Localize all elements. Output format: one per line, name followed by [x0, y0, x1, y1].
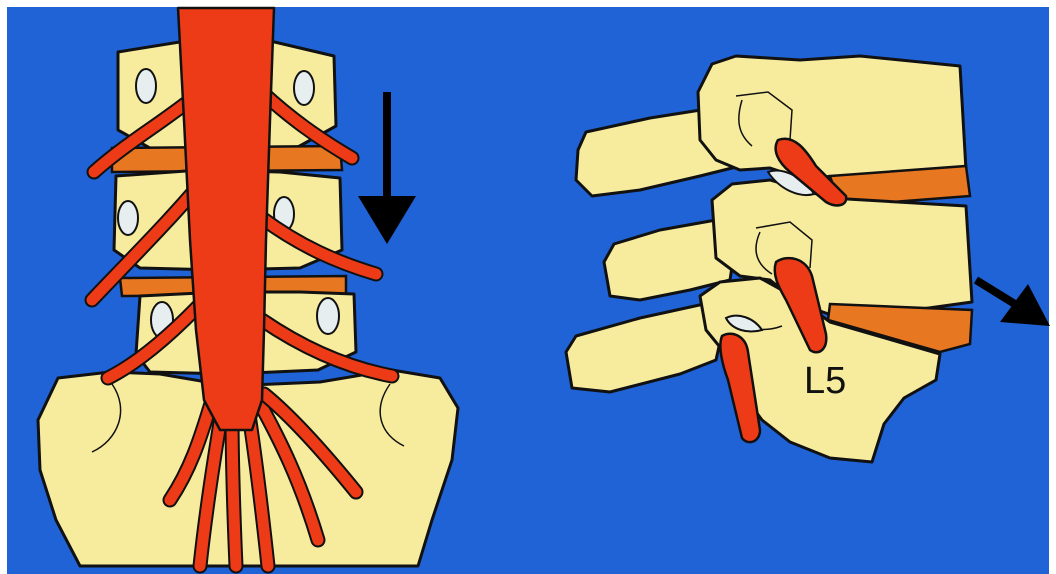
- facet-joint: [317, 298, 339, 334]
- l5-label: L5: [804, 360, 846, 402]
- facet-joint: [136, 69, 156, 103]
- facet-joint: [118, 201, 138, 235]
- facet-joint: [294, 71, 314, 105]
